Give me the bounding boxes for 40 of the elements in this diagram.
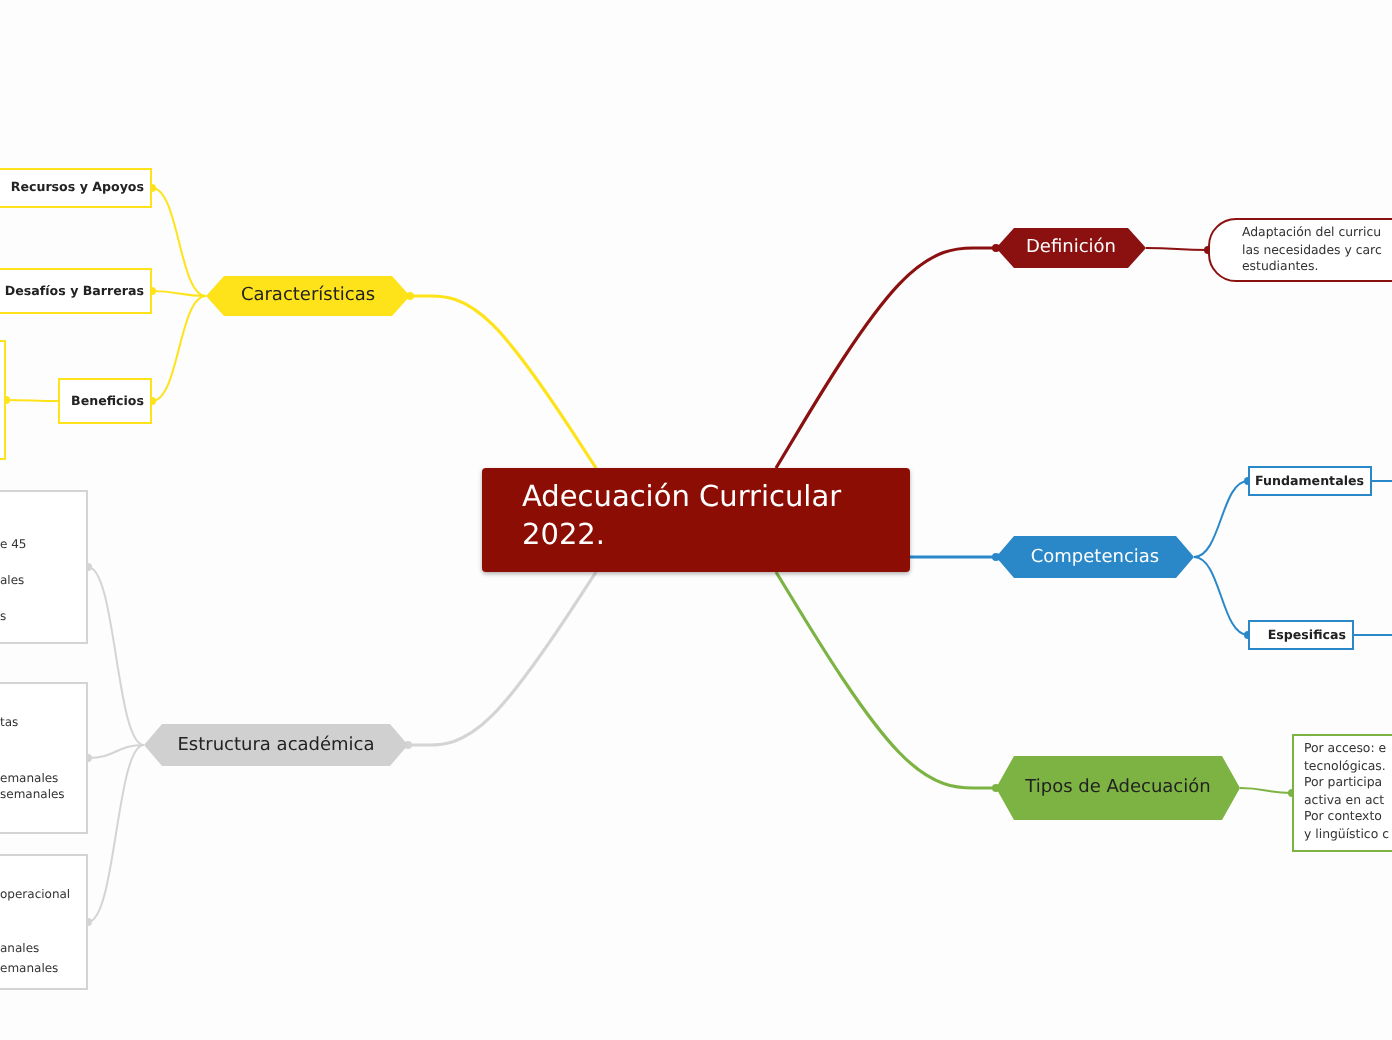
topic-hexagon [144, 724, 408, 766]
connector-line [148, 287, 207, 297]
topic-label: Tipos de Adecuación [1023, 778, 1213, 798]
connector-line [84, 744, 145, 926]
connector-line [1193, 477, 1252, 558]
topic-hexagon [206, 276, 410, 316]
connector-line [774, 244, 1000, 469]
topic-label: Definición [1024, 238, 1118, 258]
connector-line [84, 563, 145, 746]
connector-line [1371, 480, 1392, 482]
connector-line [1145, 246, 1212, 254]
subtopic-box [0, 268, 152, 314]
connector-line [910, 553, 1000, 561]
connector-line [1353, 634, 1392, 636]
note-box [0, 854, 88, 990]
topic-hexagon [996, 228, 1146, 268]
subtopic-box [1248, 466, 1372, 496]
subtopic-box [58, 378, 152, 424]
topic-hexagon [996, 536, 1194, 578]
connector-line [148, 184, 207, 297]
connector-line [1239, 787, 1296, 797]
connector-line [774, 571, 1000, 792]
note-box [1208, 218, 1392, 282]
topic-label: Características [238, 286, 378, 306]
connector-line [2, 396, 59, 404]
topic-label: Estructura académica [175, 735, 377, 755]
connector-line [406, 292, 598, 469]
subtopic-box [1248, 620, 1354, 650]
connector-line [84, 744, 145, 762]
subtopic-box [0, 168, 152, 208]
note-box [0, 682, 88, 834]
note-box [1292, 734, 1392, 852]
topic-label: Competencias [1028, 547, 1162, 567]
connector-line [1193, 556, 1252, 639]
connector-line [404, 571, 598, 749]
central-topic-box [482, 468, 910, 572]
topic-title: Adecuación Curricular 2022. [522, 480, 844, 556]
connector-line [148, 295, 207, 405]
note-box [0, 490, 88, 644]
topic-hexagon [996, 756, 1240, 820]
